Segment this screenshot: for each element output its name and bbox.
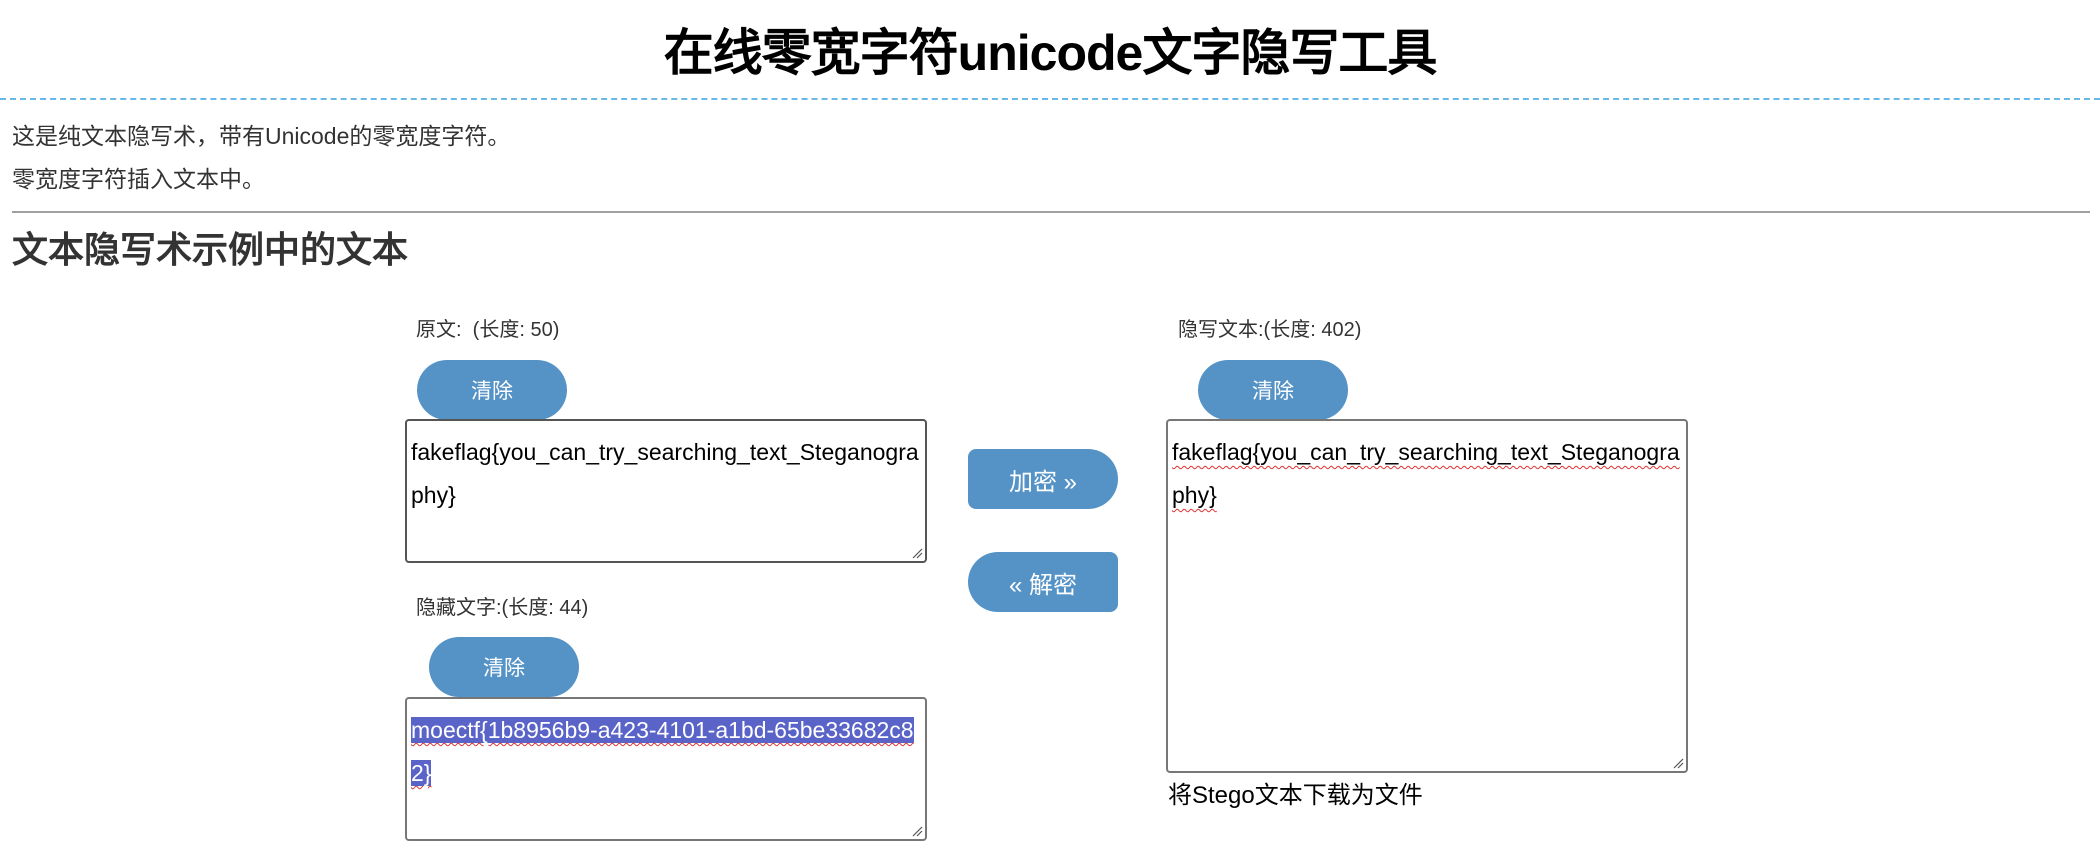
intro-text-2: 零宽度字符插入文本中。	[12, 166, 265, 192]
resize-grip-icon[interactable]	[1672, 757, 1684, 769]
hidden-text-label: 隐藏文字:(长度: 44)	[416, 597, 589, 619]
hidden-text-value: moectf{1b8956b9-a423-4101-a1bd-65be33682…	[411, 717, 914, 786]
original-text-input[interactable]: fakeflag{you_can_try_searching_text_Steg…	[405, 419, 927, 563]
clear-stego-button[interactable]: 清除	[1198, 360, 1348, 420]
stego-text-value: fakeflag{you_can_try_searching_text_Steg…	[1172, 439, 1680, 508]
encrypt-button[interactable]: 加密 »	[968, 449, 1118, 509]
stego-text-input[interactable]: fakeflag{you_can_try_searching_text_Steg…	[1166, 419, 1688, 773]
clear-hidden-button[interactable]: 清除	[429, 637, 579, 697]
title-divider	[0, 98, 2100, 100]
decrypt-button[interactable]: « 解密	[968, 552, 1118, 612]
clear-original-button[interactable]: 清除	[417, 360, 567, 420]
download-stego-link[interactable]: 将Stego文本下载为文件	[1168, 782, 1423, 809]
page-title: 在线零宽字符unicode文字隐写工具	[663, 25, 1438, 81]
original-text-value: fakeflag{you_can_try_searching_text_Steg…	[411, 439, 919, 508]
original-text-label: 原文: (长度: 50)	[416, 319, 560, 341]
section-divider	[12, 211, 2090, 213]
intro-text-1: 这是纯文本隐写术，带有Unicode的零宽度字符。	[12, 123, 511, 149]
resize-grip-icon[interactable]	[911, 825, 923, 837]
resize-grip-icon[interactable]	[911, 547, 923, 559]
section-title: 文本隐写术示例中的文本	[12, 229, 409, 270]
stego-text-label: 隐写文本:(长度: 402)	[1178, 319, 1362, 341]
hidden-text-input[interactable]: moectf{1b8956b9-a423-4101-a1bd-65be33682…	[405, 697, 927, 841]
